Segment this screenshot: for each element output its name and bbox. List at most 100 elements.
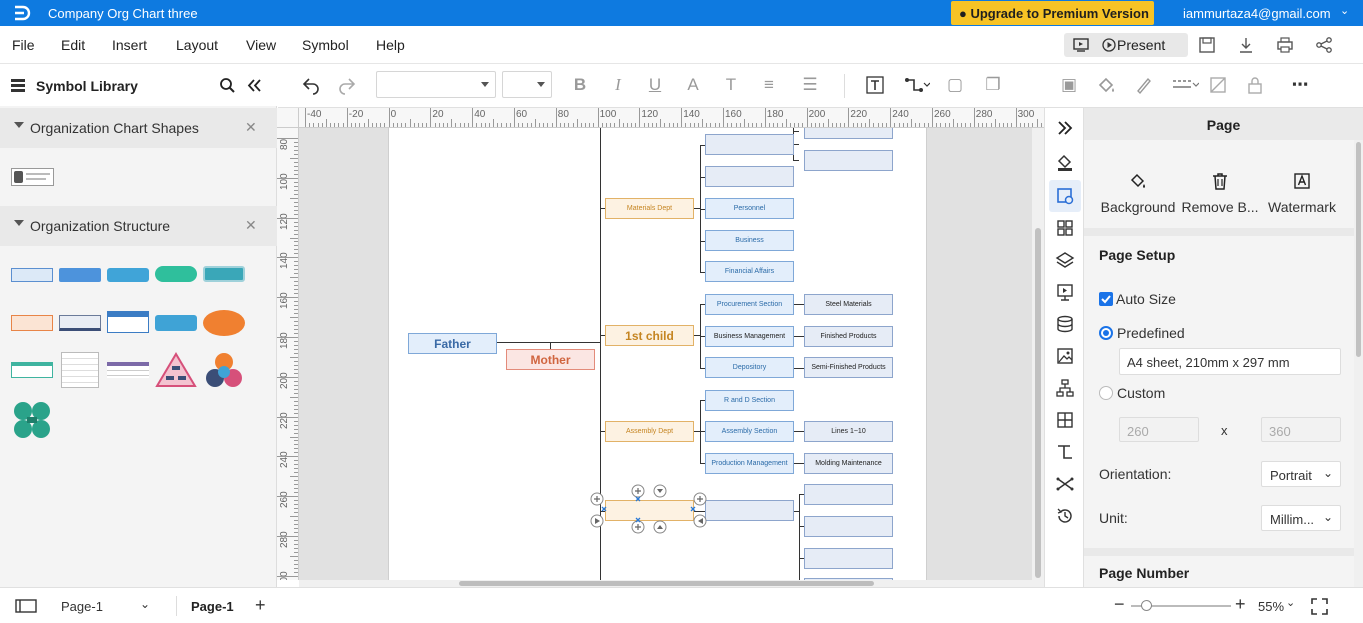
history-icon[interactable] <box>1055 506 1075 526</box>
node-production-management[interactable]: Production Management <box>705 453 794 474</box>
connector-line[interactable] <box>600 335 606 336</box>
connector-line[interactable] <box>793 463 804 464</box>
group-icon[interactable]: ▣ <box>1060 75 1078 94</box>
print-icon[interactable] <box>1275 35 1295 55</box>
cluster-thumb[interactable] <box>11 400 53 440</box>
share-icon[interactable] <box>1314 35 1334 55</box>
orientation-select[interactable]: Portrait ⌄ <box>1261 461 1341 487</box>
drawing-canvas[interactable]: Father Mother 1st child Materials Dept P… <box>299 128 1032 580</box>
connector-line[interactable] <box>694 431 700 432</box>
connector-line[interactable] <box>793 336 804 337</box>
shape-thumb[interactable] <box>155 266 197 282</box>
font-family-select[interactable] <box>376 71 496 98</box>
vertical-scrollbar[interactable] <box>1032 128 1044 580</box>
collapse-panel-icon[interactable] <box>246 77 263 94</box>
unit-select[interactable]: Millim... ⌄ <box>1261 505 1341 531</box>
italic-icon[interactable]: I <box>615 75 621 94</box>
section-org-chart-shapes[interactable]: Organization Chart Shapes ✕ <box>0 108 277 148</box>
node-empty[interactable] <box>804 516 893 537</box>
connector-line[interactable] <box>793 511 799 512</box>
menu-help[interactable]: Help <box>376 37 405 53</box>
shape-thumb[interactable] <box>107 268 149 282</box>
menu-insert[interactable]: Insert <box>112 37 148 53</box>
chevron-down-icon[interactable]: ⌄ <box>1286 597 1296 609</box>
node-mother[interactable]: Mother <box>506 349 595 370</box>
custom-radio[interactable] <box>1099 386 1113 400</box>
connector-line[interactable] <box>700 368 706 369</box>
line-color-icon[interactable] <box>1134 75 1154 95</box>
node-personnel[interactable]: Personnel <box>705 198 794 219</box>
connector-line[interactable] <box>496 342 601 343</box>
menu-edit[interactable]: Edit <box>61 37 86 53</box>
user-email[interactable]: iammurtaza4@gmail.com <box>1183 6 1331 21</box>
app-logo-icon[interactable] <box>12 3 32 23</box>
node-materials-dept[interactable]: Materials Dept <box>605 198 694 219</box>
data-icon[interactable] <box>1055 314 1075 334</box>
connector-line[interactable] <box>700 145 701 272</box>
shape-thumb[interactable] <box>59 315 101 331</box>
image-icon[interactable] <box>1055 346 1075 366</box>
menu-file[interactable]: File <box>12 37 35 53</box>
zoom-level[interactable]: 55% <box>1258 599 1285 614</box>
shape-thumb[interactable] <box>11 315 53 331</box>
node-empty[interactable] <box>705 166 794 187</box>
shape-thumb[interactable] <box>11 362 53 378</box>
page-settings-icon[interactable] <box>1055 186 1075 206</box>
connector-line[interactable] <box>793 304 804 305</box>
shape-thumb[interactable] <box>107 311 149 333</box>
pyramid-thumb[interactable] <box>155 352 197 388</box>
connector-line[interactable] <box>694 208 700 209</box>
page-view-icon[interactable] <box>15 598 37 614</box>
text-style-icon[interactable]: T <box>725 75 737 94</box>
connector-line[interactable] <box>700 145 706 146</box>
node-empty[interactable] <box>705 134 794 155</box>
connector-line[interactable] <box>600 511 606 512</box>
fill-style-icon[interactable] <box>1055 152 1075 172</box>
node-lines[interactable]: Lines 1~10 <box>804 421 893 442</box>
venn-thumb[interactable] <box>203 352 245 390</box>
connector-line[interactable] <box>700 400 706 401</box>
redo-icon[interactable] <box>337 75 357 95</box>
node-empty[interactable] <box>705 500 794 521</box>
close-section-icon[interactable]: ✕ <box>245 217 257 233</box>
shape-thumb[interactable] <box>59 268 101 282</box>
connector-line[interactable] <box>700 209 706 210</box>
org-card-shape[interactable] <box>11 168 54 186</box>
connector-line[interactable] <box>793 131 799 132</box>
format-painter-icon[interactable] <box>1208 75 1228 95</box>
expand-panel-icon[interactable] <box>1055 118 1075 138</box>
menu-symbol[interactable]: Symbol <box>302 37 349 53</box>
menu-layout[interactable]: Layout <box>176 37 219 53</box>
list-icon[interactable]: ☰ <box>802 75 818 94</box>
section-expand-icon[interactable] <box>14 122 24 128</box>
user-menu-chevron-icon[interactable]: ⌄ <box>1340 5 1350 17</box>
undo-icon[interactable] <box>301 75 321 95</box>
connector-line[interactable] <box>600 208 606 209</box>
scrollbar-thumb[interactable] <box>1356 142 1361 357</box>
node-procurement-section[interactable]: Procurement Section <box>705 294 794 315</box>
connector-line[interactable] <box>700 431 706 432</box>
connector-line[interactable] <box>793 368 804 369</box>
auto-size-checkbox[interactable] <box>1099 292 1113 306</box>
section-expand-icon[interactable] <box>14 220 24 226</box>
node-empty[interactable] <box>804 548 893 569</box>
present-button[interactable]: Present <box>1117 37 1166 53</box>
background-fill-icon[interactable] <box>1128 171 1148 191</box>
chevron-down-icon[interactable]: ⌄ <box>140 597 151 611</box>
scrollbar-thumb[interactable] <box>459 581 874 586</box>
node-assembly-section[interactable]: Assembly Section <box>705 421 794 442</box>
upgrade-premium-button[interactable]: ● Upgrade to Premium Version <box>951 1 1154 25</box>
connector-line[interactable] <box>694 335 700 336</box>
custom-width-input[interactable]: 260 <box>1119 417 1199 442</box>
align-icon[interactable]: ≡ <box>764 75 774 94</box>
node-molding-maintenance[interactable]: Molding Maintenance <box>804 453 893 474</box>
shape-thumb[interactable] <box>61 352 99 388</box>
org-chart-icon[interactable] <box>1055 378 1075 398</box>
node-semi-finished-products[interactable]: Semi-Finished Products <box>804 357 893 378</box>
connector-line[interactable] <box>700 304 706 305</box>
node-business[interactable]: Business <box>705 230 794 251</box>
zoom-slider[interactable] <box>1131 600 1231 611</box>
font-size-select[interactable] <box>502 71 552 98</box>
scrollbar-thumb[interactable] <box>1035 228 1041 578</box>
connector-icon[interactable] <box>904 75 930 95</box>
